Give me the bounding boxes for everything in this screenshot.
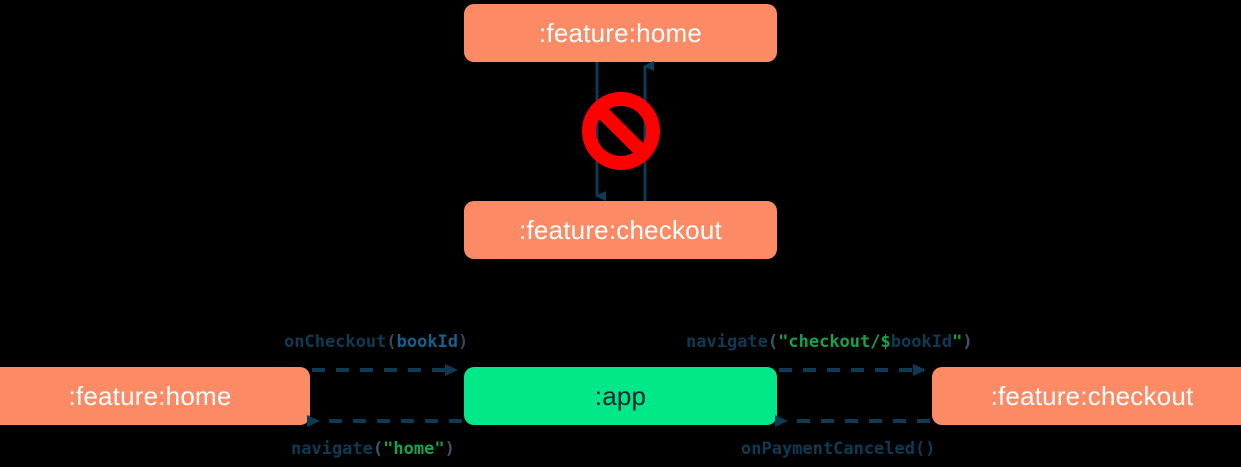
node-label: :feature:home	[538, 17, 703, 48]
node-bottom-feature-checkout[interactable]: :feature:checkout	[932, 367, 1241, 425]
token-str-interp: $	[880, 332, 891, 352]
token-punc: (	[386, 332, 397, 352]
node-top-feature-checkout[interactable]: :feature:checkout	[464, 201, 777, 259]
token-punc: )	[962, 332, 973, 352]
token-punc: (	[767, 332, 779, 352]
token-fn: navigate	[291, 439, 373, 459]
token-fn: navigate	[686, 332, 768, 352]
token-fn: onCheckout	[284, 332, 387, 352]
prohibition-icon	[582, 92, 660, 170]
token-punc: )	[458, 332, 469, 352]
token-str: "	[952, 332, 963, 352]
edge-label-navigate-home: navigate("home")	[291, 441, 455, 458]
token-id: bookId	[890, 332, 953, 352]
node-label: :feature:home	[68, 380, 232, 411]
node-label: :feature:checkout	[990, 380, 1194, 411]
node-label: :feature:checkout	[519, 214, 722, 245]
edge-label-on-payment-canceled: onPaymentCanceled()	[741, 441, 935, 458]
token-str: "checkout/	[778, 332, 881, 352]
node-top-feature-home[interactable]: :feature:home	[464, 4, 777, 62]
token-str: "home"	[383, 439, 445, 459]
token-punc: )	[444, 439, 455, 459]
edge-label-on-checkout: onCheckout(bookId)	[284, 334, 468, 351]
node-bottom-feature-home[interactable]: :feature:home	[0, 367, 310, 425]
token-id: bookId	[396, 332, 459, 352]
node-bottom-app[interactable]: :app	[464, 367, 777, 425]
token-punc: (	[372, 439, 384, 459]
edge-label-navigate-checkout: navigate("checkout/$bookId")	[686, 334, 973, 351]
node-label: :app	[594, 380, 647, 411]
token-fn: onPaymentCanceled()	[741, 439, 936, 459]
